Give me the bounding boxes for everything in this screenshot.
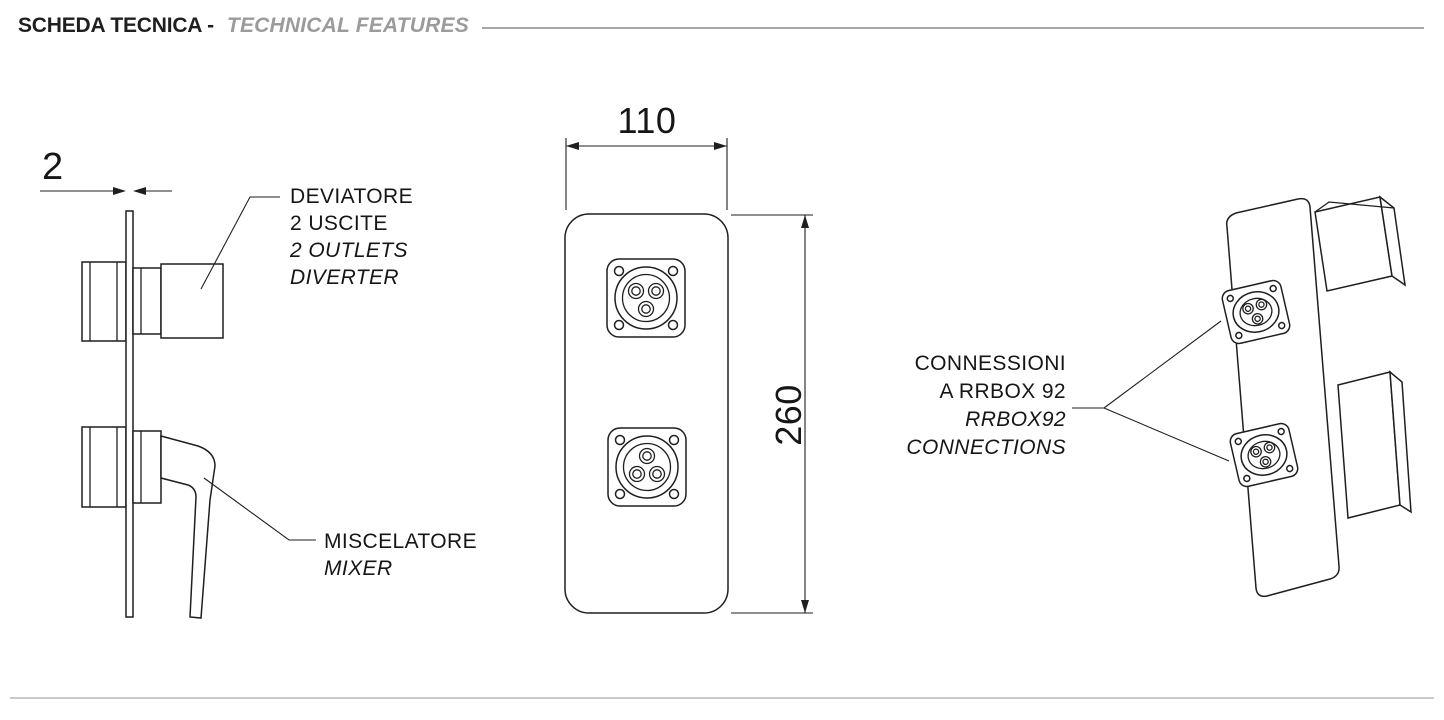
header: SCHEDA TECNICA - TECHNICAL FEATURES: [18, 14, 1424, 38]
diverter-line-3: 2 OUTLETS: [290, 239, 408, 262]
dimension-height: [731, 214, 813, 614]
diverter-line-4: DIVERTER: [290, 266, 399, 289]
front-mixer-control: [607, 427, 687, 507]
connections-line-1: CONNESSIONI: [914, 352, 1066, 375]
connections-line-4: CONNECTIONS: [906, 436, 1066, 459]
height-value: 260: [768, 384, 809, 446]
connections-annotation: CONNESSIONI A RRBOX 92 RRBOX92 CONNECTIO…: [860, 350, 1066, 462]
diverter-leader-line: [200, 196, 280, 290]
mixer-body-side: [81, 426, 127, 508]
thickness-value: 2: [42, 146, 64, 188]
diverter-annotation: DEVIATORE 2 USCITE 2 OUTLETS DIVERTER: [290, 183, 413, 291]
wall-plate-side: [125, 210, 134, 618]
diverter-line-2: 2 USCITE: [290, 212, 388, 235]
connections-line-2: A RRBOX 92: [939, 380, 1066, 403]
mixer-line-2: MIXER: [324, 557, 393, 580]
diverter-body-side: [81, 261, 127, 342]
mixer-line-1: MISCELATORE: [324, 530, 477, 553]
diverter-knob-side: [160, 263, 224, 339]
side-view: [40, 187, 316, 619]
mixer-leader-line: [203, 477, 316, 541]
diverter-line-1: DEVIATORE: [290, 185, 414, 208]
connections-line-3: RRBOX92: [965, 408, 1066, 431]
sheet-title-italian: SCHEDA TECNICA -: [18, 14, 214, 37]
front-view: [564, 138, 813, 614]
header-divider-line: [481, 26, 1424, 29]
front-diverter-control: [606, 258, 686, 338]
rrbox-top: [1314, 195, 1406, 292]
sheet-title-english: TECHNICAL FEATURES: [226, 14, 469, 37]
connections-leader-lines: [1072, 320, 1230, 462]
width-value: 110: [617, 100, 677, 141]
dimension-thickness: [40, 187, 172, 195]
mixer-annotation: MISCELATORE MIXER: [324, 528, 477, 582]
front-plate: [564, 213, 729, 614]
isometric-view: [1072, 195, 1412, 598]
dimension-width: [565, 138, 728, 210]
rrbox-bottom: [1337, 370, 1412, 519]
mixer-lever-side: [160, 435, 216, 619]
footer-divider-line: [10, 697, 1434, 699]
